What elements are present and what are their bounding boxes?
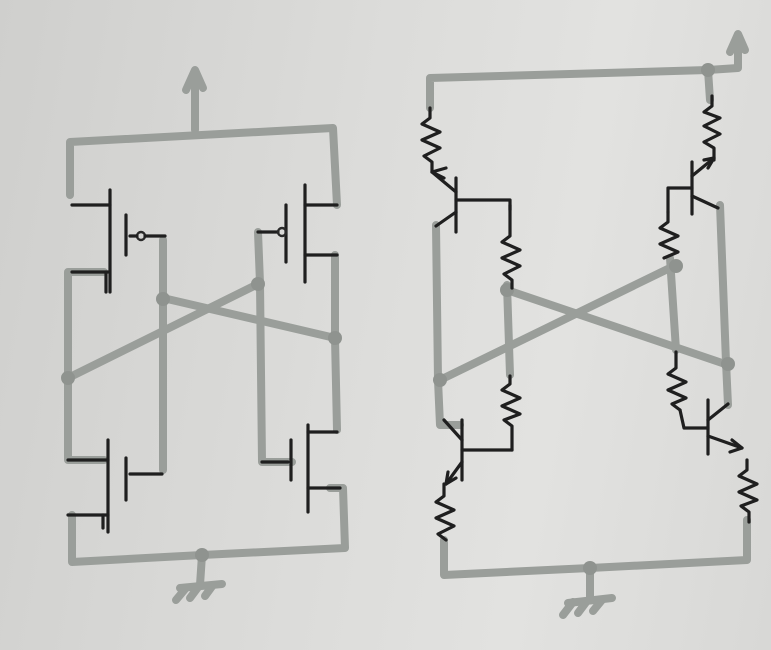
node-dot [61, 371, 75, 385]
bjt-transistor-bottom-left [442, 418, 514, 486]
bjt-transistor-bottom-right [678, 398, 744, 456]
cross-coupling-wire-a [64, 280, 262, 382]
mosfet-latch-circuit [61, 66, 349, 604]
node-dot [701, 63, 715, 77]
ground-symbol [559, 564, 616, 619]
inner-right-wire [254, 228, 296, 466]
cross-coupling-wire-b [503, 286, 732, 369]
node-dot [251, 277, 265, 291]
inner-right-wire [666, 254, 680, 354]
vcc-supply-symbol [704, 30, 749, 74]
node-dot [433, 373, 447, 387]
ground-rail-wire [68, 484, 349, 566]
node-dot [195, 548, 209, 562]
left-column-wire [432, 221, 464, 429]
resistor-icon [737, 458, 759, 524]
node-dot [583, 561, 597, 575]
cross-coupling-wire-b [159, 294, 339, 342]
top-rail-wire [426, 66, 714, 112]
right-column-wire [716, 201, 732, 409]
top-rail-wire [66, 124, 341, 209]
resistor-icon [666, 350, 688, 412]
resistor-icon [500, 203, 522, 290]
nmos-transistor-left [66, 438, 164, 534]
resistor-icon [702, 94, 722, 162]
bjt-transistor-top-right [666, 156, 720, 216]
resistor-icon [658, 210, 680, 260]
bjt-latch-circuit [420, 30, 759, 619]
inner-left-wire [503, 281, 514, 379]
bjt-transistor-top-left [430, 166, 512, 234]
resistor-icon [420, 106, 442, 174]
pmos-transistor-left [70, 188, 167, 294]
node-dot [156, 292, 170, 306]
ground-symbol [172, 551, 226, 604]
pmos-transistor-right [256, 183, 339, 284]
node-dot [328, 331, 342, 345]
nmos-transistor-right [260, 423, 342, 514]
cross-coupling-wire-a [436, 261, 680, 384]
resistor-icon [500, 374, 522, 452]
resistor-icon [434, 482, 456, 542]
vdd-supply-symbol [182, 66, 207, 134]
node-dot [721, 357, 735, 371]
node-dot [669, 259, 683, 273]
